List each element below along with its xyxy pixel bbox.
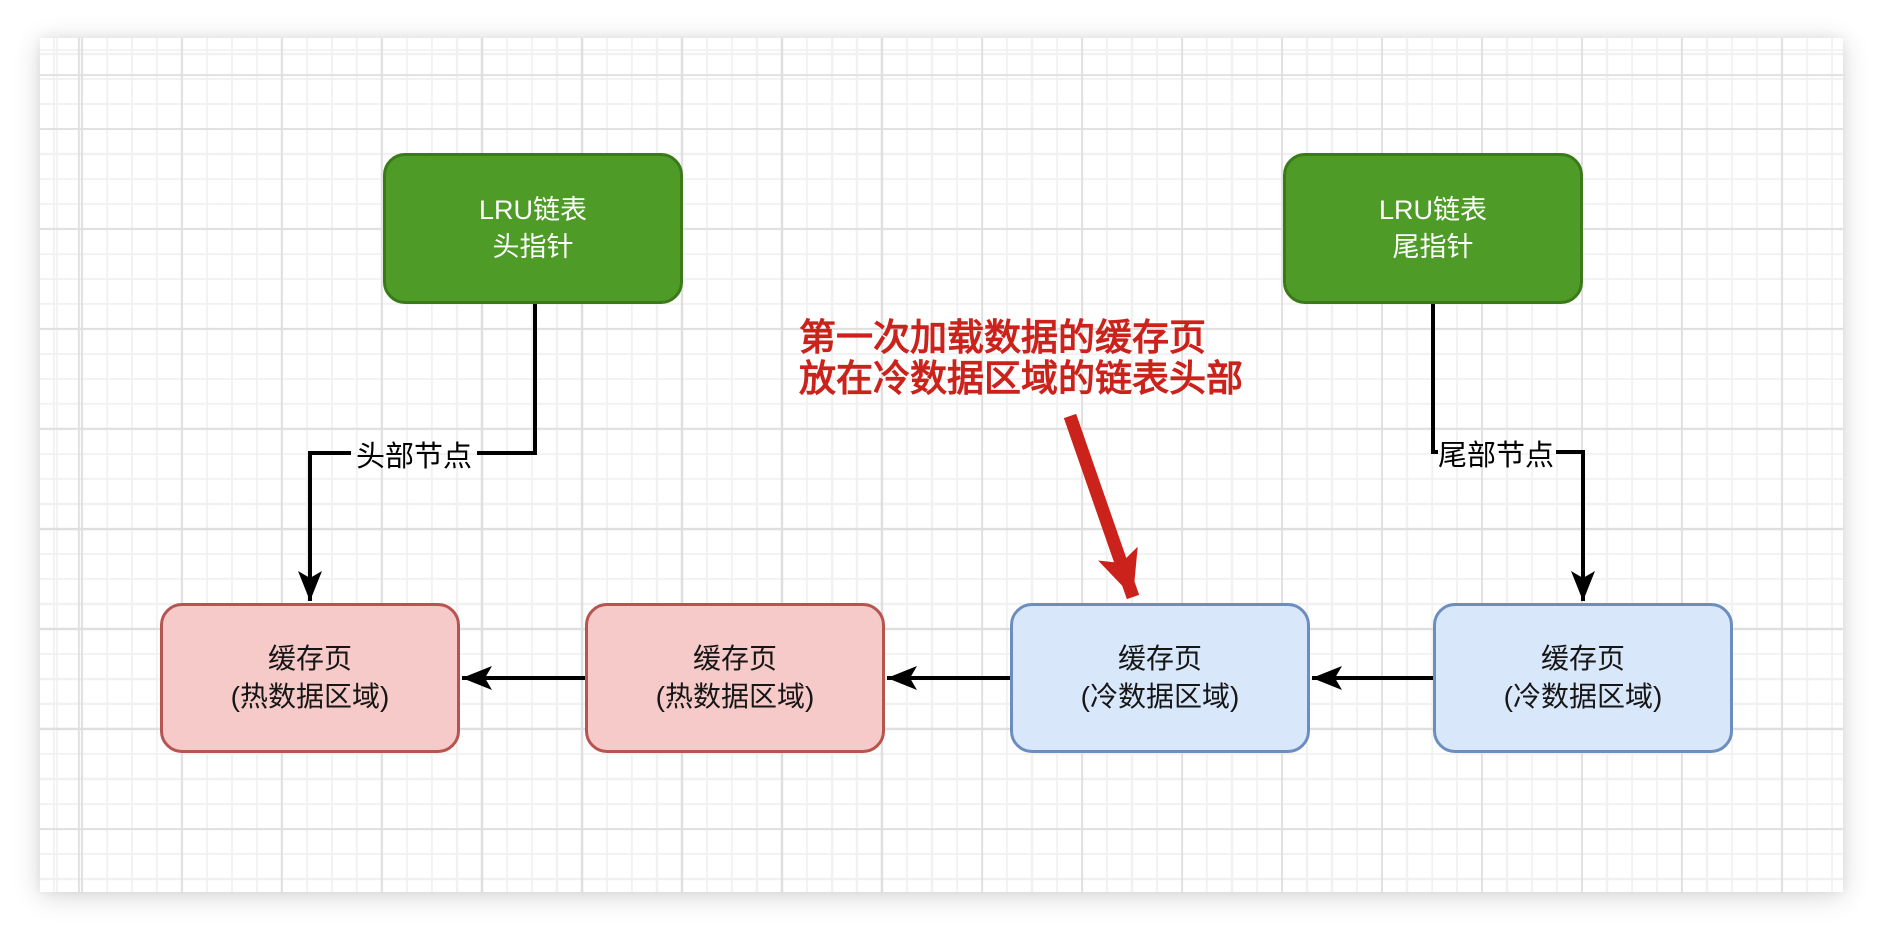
edge-label-head-node: 头部节点	[355, 441, 473, 473]
node-cache-page-hot-1: 缓存页 (热数据区域)	[160, 603, 460, 753]
annotation-line-1: 第一次加载数据的缓存页	[799, 317, 1206, 358]
node-label: 缓存页	[267, 643, 352, 674]
node-label: 缓存页	[1117, 643, 1202, 674]
node-label: 头指针	[492, 231, 574, 262]
node-label: LRU链表	[478, 194, 587, 225]
node-cache-page-cold-1: 缓存页 (冷数据区域)	[1010, 603, 1310, 753]
node-cache-page-hot-2: 缓存页 (热数据区域)	[585, 603, 885, 753]
node-label: (冷数据区域)	[1503, 681, 1663, 712]
node-lru-tail-pointer: LRU链表 尾指针	[1283, 153, 1583, 304]
node-label: 缓存页	[692, 643, 777, 674]
node-label: (热数据区域)	[655, 681, 815, 712]
node-cache-page-cold-2: 缓存页 (冷数据区域)	[1433, 603, 1733, 753]
node-label: 缓存页	[1540, 643, 1625, 674]
annotation-line-2: 放在冷数据区域的链表头部	[799, 358, 1243, 399]
node-label: (冷数据区域)	[1080, 681, 1240, 712]
annotation-text: 第一次加载数据的缓存页 放在冷数据区域的链表头部	[799, 317, 1243, 399]
node-label: (热数据区域)	[230, 681, 390, 712]
node-label: LRU链表	[1378, 194, 1487, 225]
edge-label-tail-node: 尾部节点	[1437, 440, 1555, 472]
node-lru-head-pointer: LRU链表 头指针	[383, 153, 683, 304]
node-label: 尾指针	[1392, 231, 1474, 262]
